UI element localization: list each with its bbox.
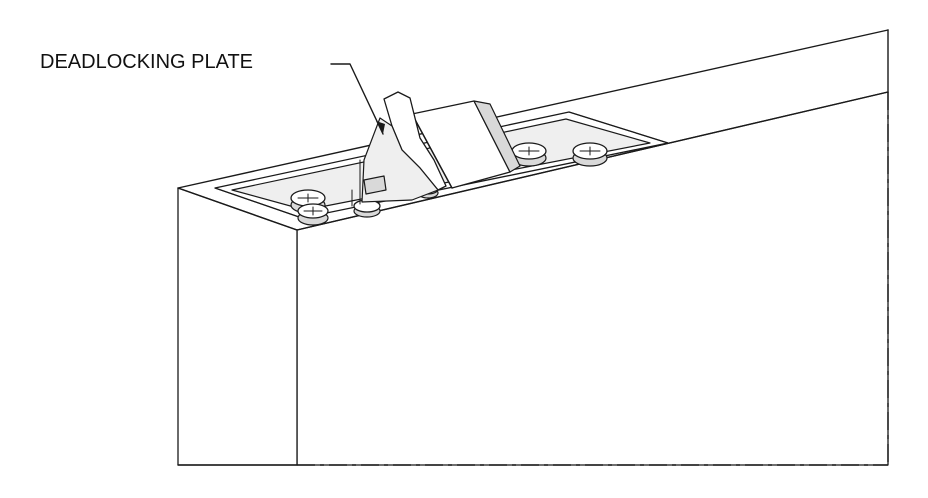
callout-label: DEADLOCKING PLATE: [40, 51, 254, 73]
screw-2: [297, 203, 329, 226]
screw-4: [511, 142, 547, 167]
door-body: [177, 29, 889, 466]
deadlocking-plate-tab: [363, 175, 387, 195]
callout-leader: [330, 63, 385, 135]
door-top-edge: [177, 29, 889, 231]
screw-5: [572, 142, 608, 167]
deadlocking-plate: [351, 91, 447, 207]
latch-side: [473, 100, 521, 173]
door-side-face: [177, 187, 298, 466]
latch-body: [411, 100, 521, 189]
screw-3: [353, 199, 381, 218]
leader-line: [330, 63, 384, 135]
leader-arrowhead: [376, 121, 385, 134]
